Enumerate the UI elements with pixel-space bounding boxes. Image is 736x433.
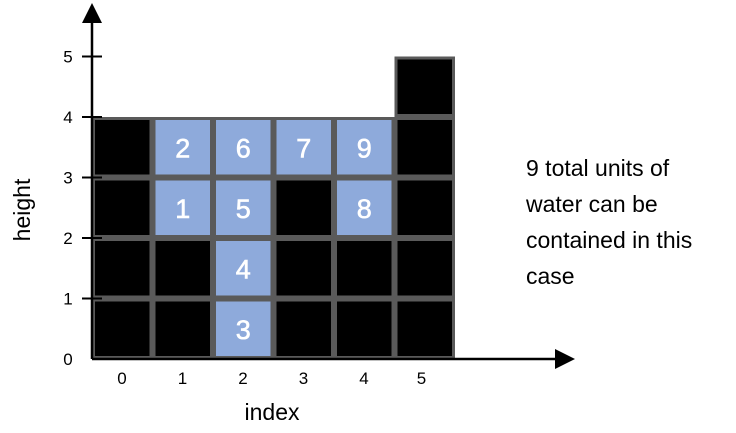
y-tick-label: 2	[63, 229, 72, 248]
water-cell-6	[213, 117, 274, 178]
y-tick-label: 5	[63, 48, 72, 67]
bar-cell-0-2	[92, 177, 153, 238]
water-cell-number: 4	[236, 254, 251, 284]
bar-cell-3-1	[273, 238, 334, 299]
water-cell-number: 2	[175, 133, 190, 163]
x-tick-label: 2	[238, 369, 247, 388]
bar-cell-5-0	[394, 298, 455, 359]
bar-cell-0-1	[92, 238, 153, 299]
bar-cell-5-1	[394, 238, 455, 299]
water-cell-number: 7	[296, 133, 311, 163]
water-cell-number: 5	[236, 194, 251, 224]
bar-cell-4-0	[334, 298, 395, 359]
water-cell-9	[334, 117, 395, 178]
bar-cell-5-2	[394, 177, 455, 238]
water-cell-2	[152, 117, 213, 178]
bar-cell-4-1	[334, 238, 395, 299]
water-cell-8	[334, 177, 395, 238]
bar-cell-5-3	[394, 117, 455, 178]
bar-cell-3-0	[273, 298, 334, 359]
y-tick-label: 1	[63, 290, 72, 309]
bar-cell-0-3	[92, 117, 153, 178]
x-axis-title: index	[245, 399, 300, 425]
y-tick-label: 4	[63, 108, 72, 127]
bar-cell-5-4	[394, 56, 455, 117]
water-cell-3	[213, 298, 274, 359]
y-tick-label: 3	[63, 169, 72, 188]
water-cell-number: 9	[357, 133, 372, 163]
water-cell-number: 3	[236, 315, 251, 345]
bar-cell-1-1	[152, 238, 213, 299]
bar-cell-0-0	[92, 298, 153, 359]
water-cell-number: 1	[175, 194, 190, 224]
water-cell-4	[213, 238, 274, 299]
x-tick-label: 4	[359, 369, 368, 388]
water-cell-7	[273, 117, 334, 178]
water-cell-number: 6	[236, 133, 251, 163]
y-tick-label: 0	[63, 350, 72, 369]
x-tick-label: 0	[117, 369, 126, 388]
water-cell-number: 8	[357, 194, 372, 224]
ticks: 0 1 2 3 4 5 0 1 2 3 4 5	[63, 48, 426, 389]
bar-cell-1-0	[152, 298, 213, 359]
grid-cells: 1 2 3 4 5 6 7 8 9	[92, 56, 455, 359]
x-tick-label: 1	[178, 369, 187, 388]
x-tick-label: 3	[299, 369, 308, 388]
caption-text: 9 total units of water can be contained …	[526, 155, 693, 289]
axes	[82, 3, 575, 369]
bar-cell-3-2	[273, 177, 334, 238]
y-axis-title: height	[9, 178, 35, 241]
x-tick-label: 5	[417, 369, 426, 388]
water-cell-5	[213, 177, 274, 238]
water-cell-1	[152, 177, 213, 238]
